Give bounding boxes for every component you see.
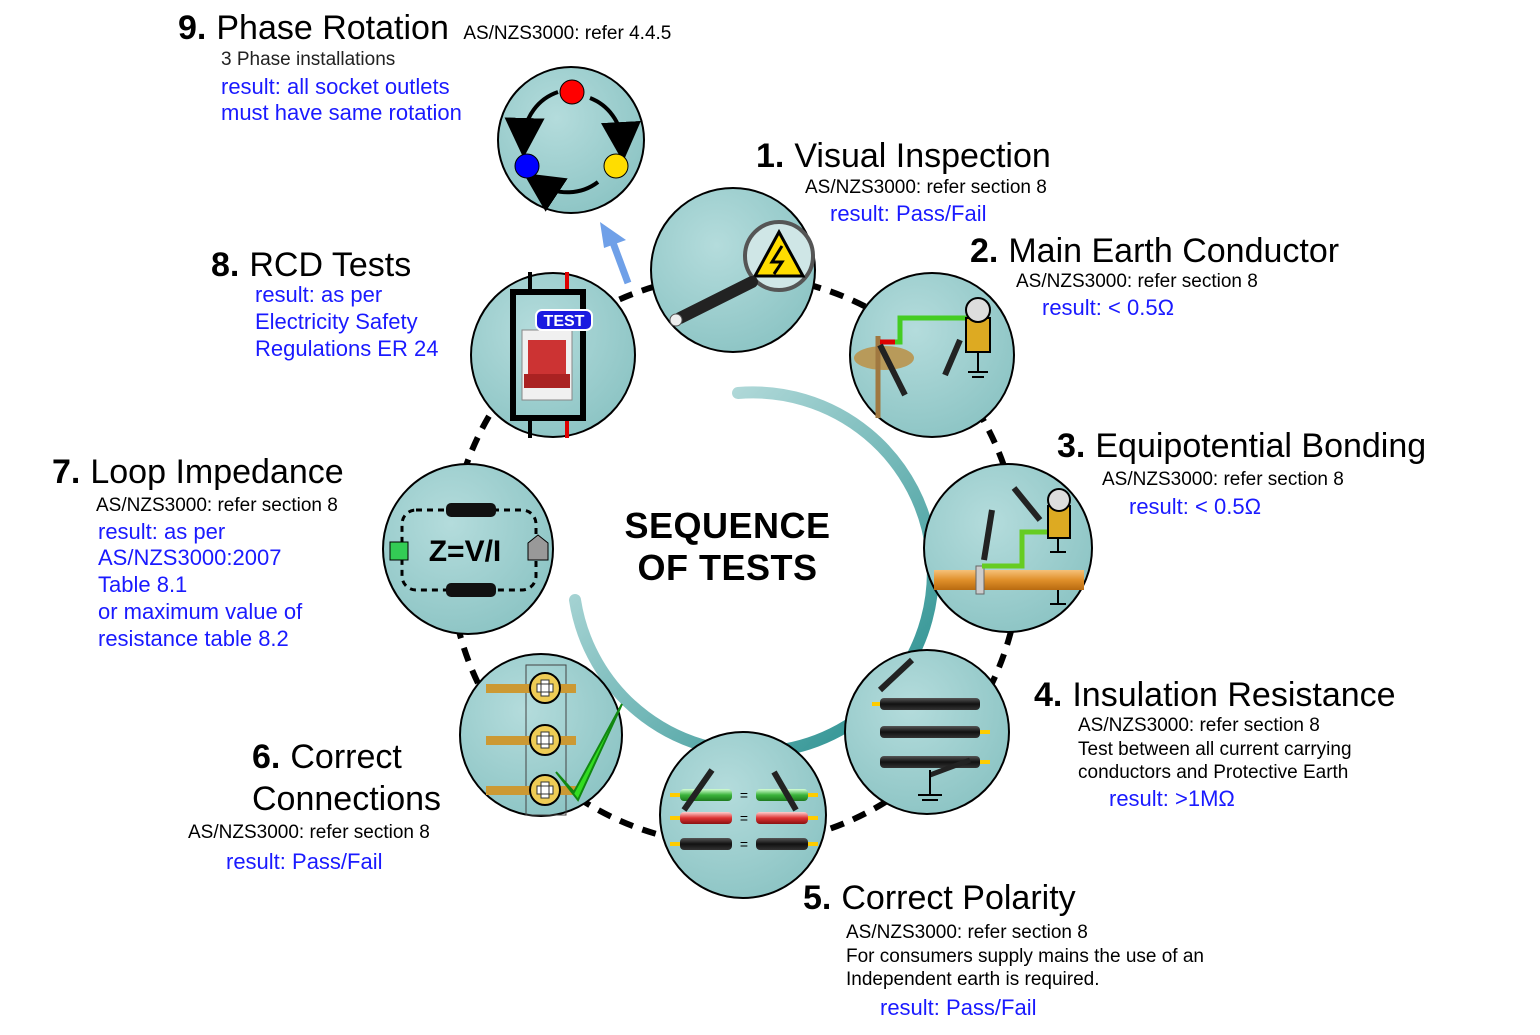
step-4-title: Insulation Resistance (1072, 676, 1396, 714)
step-2-title: Main Earth Conductor (1008, 232, 1340, 270)
step-7-ref: AS/NZS3000: refer section 8 (96, 495, 338, 516)
step-9-desc: 3 Phase installations (221, 49, 396, 70)
circle-correct-polarity: = = = (659, 731, 827, 899)
step-5-desc-1: For consumers supply mains the use of an (846, 945, 1205, 967)
center-title-line2: OF TESTS (637, 547, 818, 589)
step-8-result-3: Regulations ER 24 (255, 335, 439, 361)
step-8-number: 8. (211, 246, 240, 284)
step-2-details: AS/NZS3000: refer section 8 result: < 0.… (1016, 271, 1258, 320)
step-8-result-2: Electricity Safety (255, 308, 418, 334)
circle-main-earth-conductor (849, 272, 1015, 438)
step-5-desc-2: Independent earth is required. (846, 969, 1100, 991)
magnifier-icon (669, 220, 815, 327)
step-4-number: 4. (1034, 676, 1063, 714)
step-6-label: 6.Correct Connections (252, 739, 441, 817)
step-2-number: 2. (970, 232, 999, 270)
step-4-desc-1: Test between all current carrying (1078, 738, 1352, 760)
step-9-title: Phase Rotation (216, 9, 449, 47)
step-5-details: AS/NZS3000: refer section 8 For consumer… (846, 922, 1205, 1020)
step-4-result: result: >1MΩ (1109, 785, 1235, 811)
step-3-result: result: < 0.5Ω (1129, 493, 1262, 519)
step-9-result-1: result: all socket outlets (221, 73, 450, 99)
step-9-label: 9.Phase Rotation AS/NZS3000: refer 4.4.5 (178, 10, 671, 47)
step-7-label: 7.Loop Impedance (52, 454, 344, 491)
circle-rcd-tests: TEST (470, 272, 636, 438)
circle-visual-inspection (650, 187, 816, 353)
arrow-8-to-9 (600, 222, 632, 285)
step-7-details: AS/NZS3000: refer section 8 result: as p… (96, 495, 338, 651)
rotation-arrows-icon (504, 79, 641, 212)
step-5-label: 5.Correct Polarity (803, 880, 1076, 917)
polarity-eq-1: = (740, 787, 748, 803)
step-6-ref: AS/NZS3000: refer section 8 (188, 822, 430, 843)
center-title: SEQUENCE OF TESTS (560, 505, 895, 590)
step-4-desc-2: conductors and Protective Earth (1078, 762, 1349, 784)
circle-correct-connections (459, 653, 623, 817)
circle-phase-rotation (497, 66, 645, 214)
step-1-details: AS/NZS3000: refer section 8 result: Pass… (805, 177, 1047, 226)
checkmark-icon (555, 703, 623, 802)
step-8-title: RCD Tests (249, 246, 412, 284)
phase-yellow-dot (603, 153, 629, 179)
step-1-label: 1.Visual Inspection (756, 138, 1051, 175)
step-3-ref: AS/NZS3000: refer section 8 (1102, 469, 1344, 490)
step-8-label: 8.RCD Tests (211, 247, 411, 284)
step-1-number: 1. (756, 137, 785, 175)
step-2-ref: AS/NZS3000: refer section 8 (1016, 271, 1258, 292)
step-6-details: AS/NZS3000: refer section 8 result: Pass… (188, 822, 430, 874)
circle-insulation-resistance (844, 649, 1010, 815)
step-4-ref: AS/NZS3000: refer section 8 (1078, 715, 1320, 736)
circle-loop-impedance: Z=V/I (382, 463, 554, 635)
step-7-title: Loop Impedance (90, 453, 344, 491)
insulation-cables-icon (872, 657, 990, 801)
step-6-title-1: Correct (290, 738, 402, 776)
step-9-details: 3 Phase installations result: all socket… (221, 49, 462, 126)
step-5-result: result: Pass/Fail (880, 994, 1037, 1020)
step-2-label: 2.Main Earth Conductor (970, 233, 1339, 270)
step-1-title: Visual Inspection (794, 137, 1051, 175)
polarity-eq-3: = (740, 836, 748, 852)
step-7-number: 7. (52, 453, 81, 491)
rcd-test-button: TEST (544, 313, 585, 330)
step-3-details: AS/NZS3000: refer section 8 result: < 0.… (1102, 469, 1344, 519)
step-7-result-1: result: as per (98, 518, 226, 544)
step-4-label: 4.Insulation Resistance (1034, 677, 1396, 714)
center-title-line1: SEQUENCE (624, 505, 831, 546)
step-7-result-3: Table 8.1 (98, 572, 188, 598)
phase-blue-dot (514, 153, 540, 179)
polarity-cables-icon: = = = (670, 768, 818, 852)
step-5-title: Correct Polarity (841, 879, 1076, 917)
terminal-screws-icon (486, 664, 623, 816)
bonding-pipe-icon (934, 486, 1084, 605)
step-1-ref: AS/NZS3000: refer section 8 (805, 177, 1047, 198)
earth-electrode-icon (854, 297, 991, 418)
step-6-title-2: Connections (252, 779, 442, 818)
step-7-result-5: resistance table 8.2 (98, 625, 289, 651)
circle-equipotential-bonding (923, 463, 1093, 633)
loop-formula: Z=V/I (429, 535, 502, 568)
step-3-label: 3.Equipotential Bonding (1057, 428, 1426, 465)
step-3-title: Equipotential Bonding (1095, 427, 1427, 465)
step-6-number: 6. (252, 738, 281, 776)
step-7-result-4: or maximum value of (98, 598, 303, 624)
step-8-result-1: result: as per (255, 282, 383, 307)
step-7-result-2: AS/NZS3000:2007 (98, 545, 282, 571)
rcd-device-icon: TEST (510, 272, 593, 438)
step-9-result-2: must have same rotation (221, 100, 462, 126)
step-3-number: 3. (1057, 427, 1086, 465)
loop-circuit-icon: Z=V/I (389, 503, 549, 597)
step-4-details: AS/NZS3000: refer section 8 Test between… (1078, 715, 1352, 811)
step-9-ref: AS/NZS3000: refer 4.4.5 (463, 23, 672, 44)
step-8-details: result: as per Electricity Safety Regula… (255, 283, 438, 360)
step-2-result: result: < 0.5Ω (1042, 294, 1175, 320)
polarity-eq-2: = (740, 810, 748, 826)
step-5-ref: AS/NZS3000: refer section 8 (846, 922, 1088, 943)
step-9-number: 9. (178, 9, 207, 47)
step-6-result: result: Pass/Fail (226, 848, 383, 874)
phase-red-dot (559, 79, 585, 105)
step-1-result: result: Pass/Fail (830, 200, 987, 226)
step-5-number: 5. (803, 879, 832, 917)
